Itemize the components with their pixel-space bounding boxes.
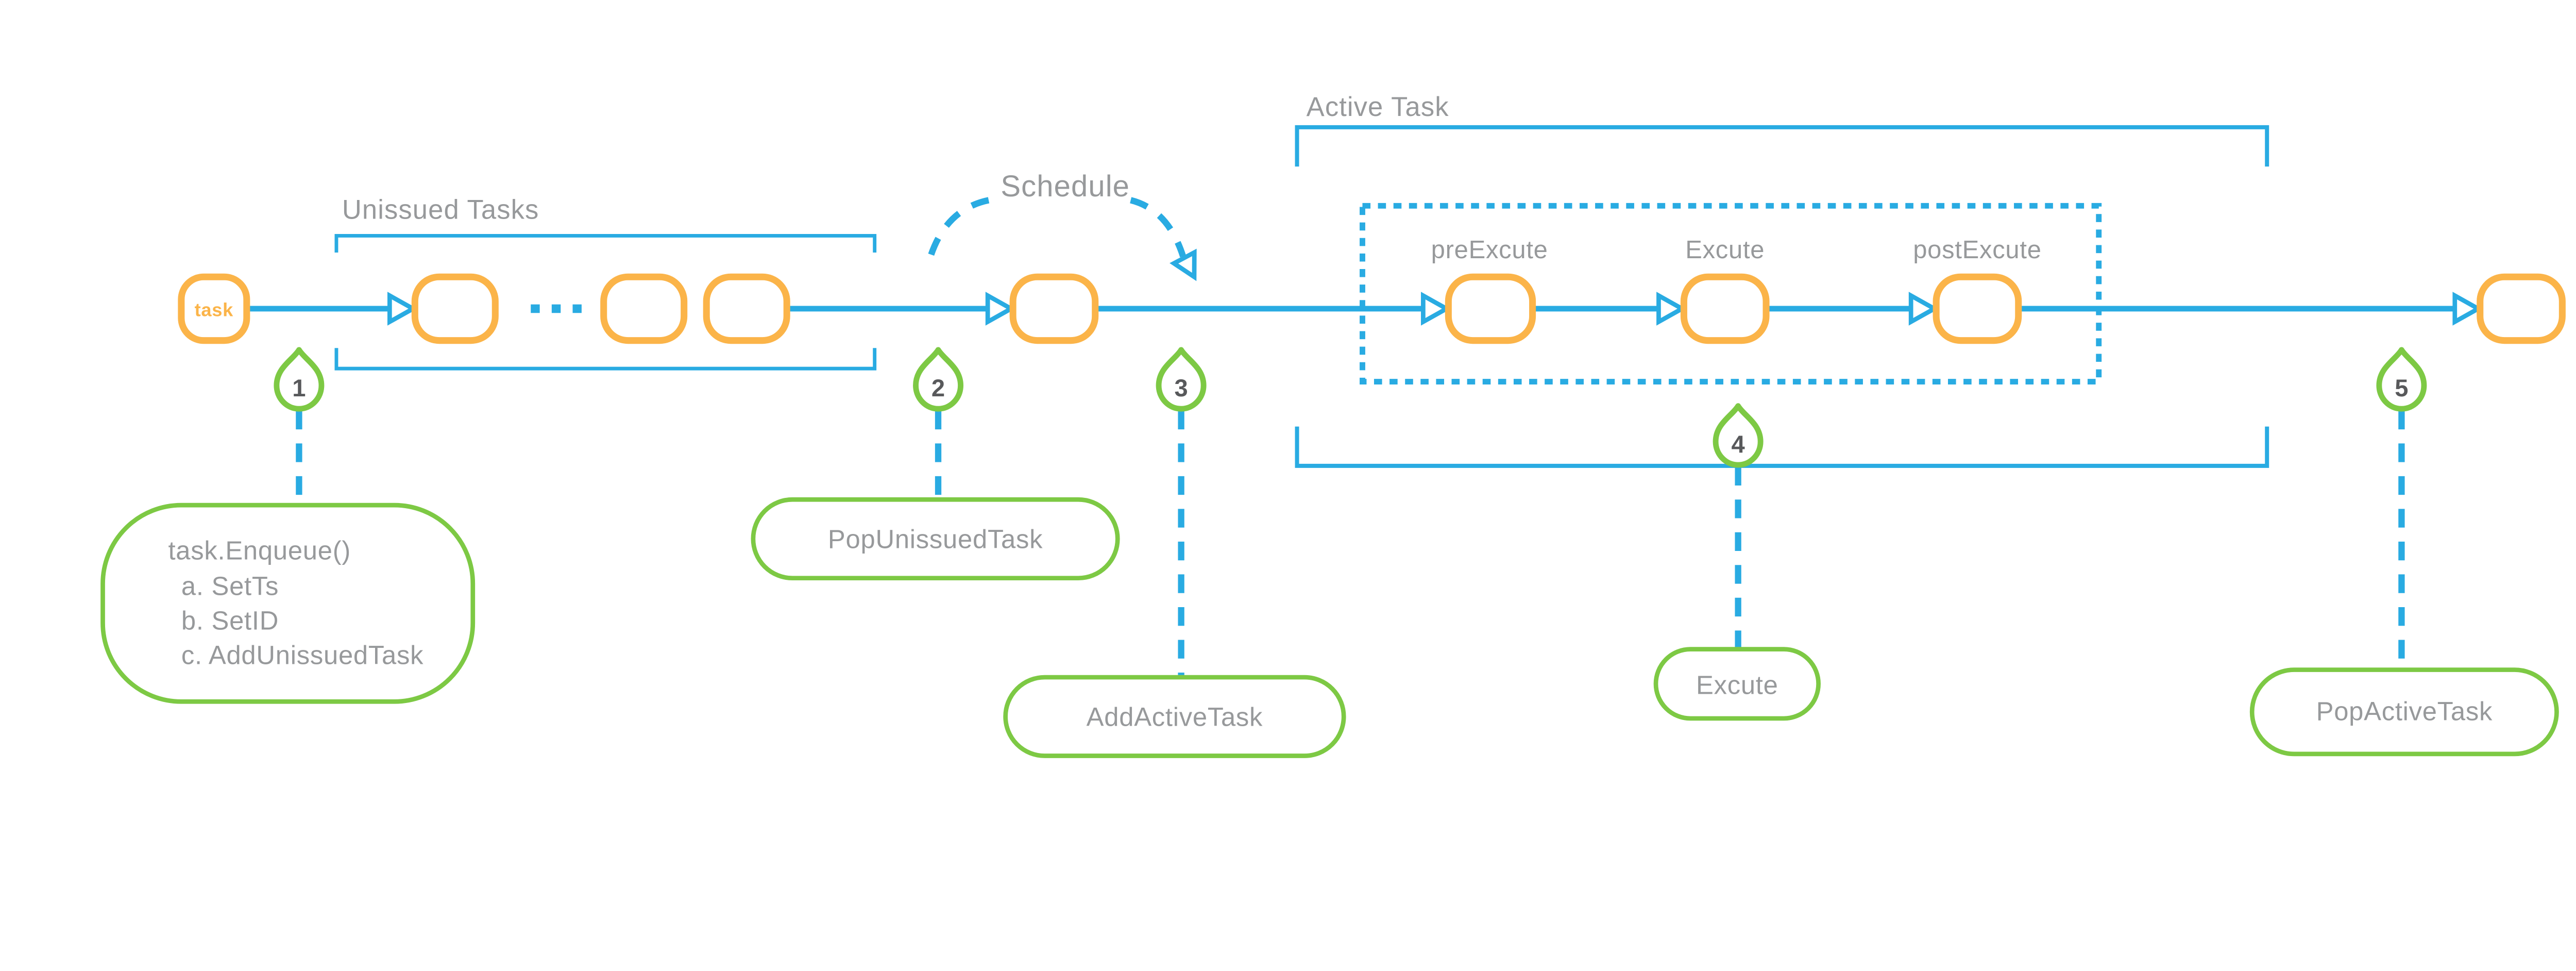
- callout-enqueue-line-4: c. AddUnissuedTask: [181, 641, 423, 670]
- schedule-arc-left: [925, 197, 990, 263]
- callout-enqueue-line-3: b. SetID: [181, 606, 279, 635]
- pin-4: 4: [1713, 403, 1764, 468]
- pin-2: 2: [913, 347, 964, 412]
- callout-pop-active-box: [2249, 667, 2559, 757]
- callout-add-active-task: AddActiveTask: [1003, 675, 1346, 758]
- node-queue-3: [703, 273, 790, 344]
- node-post-execute: [1933, 273, 2022, 344]
- bracket-unissued-bottom: [334, 348, 877, 371]
- node-pre-execute: [1445, 273, 1536, 344]
- schedule-arc-arrowhead: [1170, 248, 1197, 281]
- arrowhead-task-to-queue: [387, 292, 418, 326]
- node-queue-2: [600, 273, 688, 344]
- pin-5: 5: [2376, 347, 2427, 412]
- pin-layer: 1 2 3 4 5: [274, 347, 2427, 468]
- callout-add-active-box: [1003, 675, 1346, 758]
- pin-5-teardrop: [2376, 347, 2427, 412]
- callout-pop-unissued-box: [751, 497, 1120, 581]
- label-layer: Unissued Tasks Schedule Active Task preE…: [342, 92, 2041, 264]
- bracket-active-top: [1295, 125, 2269, 167]
- callout-layer: task.Enqueue() a. SetTs b. SetID c. AddU…: [100, 497, 2559, 758]
- active-task-dotted-box: [1360, 203, 2102, 384]
- label-pre-execute: preExcute: [1431, 236, 1548, 264]
- pin-2-teardrop: [913, 347, 964, 412]
- node-execute: [1680, 273, 1770, 344]
- callout-pop-unissued-task: PopUnissuedTask: [751, 497, 1120, 581]
- flow-layer: [246, 125, 2483, 691]
- pin-3: 3: [1156, 347, 1207, 412]
- pin-2-number: 2: [931, 374, 945, 401]
- callout-enqueue: task.Enqueue() a. SetTs b. SetID c. AddU…: [100, 503, 476, 704]
- label-active-task: Active Task: [1307, 92, 1449, 122]
- arrowhead-postexecute-to-end: [2452, 292, 2483, 326]
- callout-enqueue-line-1: task.Enqueue(): [168, 535, 351, 565]
- bracket-unissued-top: [334, 233, 877, 253]
- task-node-label: task: [195, 299, 234, 320]
- label-post-execute: postExcute: [1913, 236, 2041, 264]
- arrowhead-queue-to-schedule: [985, 292, 1016, 326]
- bracket-active-bottom: [1295, 426, 2269, 468]
- callout-pop-active-label: PopActiveTask: [2316, 697, 2493, 726]
- callout-enqueue-line-2: a. SetTs: [181, 571, 279, 600]
- pin-5-number: 5: [2395, 374, 2408, 401]
- callout-pop-unissued-label: PopUnissuedTask: [828, 525, 1043, 554]
- callout-execute-label: Excute: [1696, 671, 1778, 700]
- callout-execute: Excute: [1653, 647, 1821, 721]
- callout-enqueue-box: [100, 503, 476, 704]
- label-execute: Excute: [1685, 236, 1765, 264]
- pin-1: 1: [274, 347, 325, 412]
- label-unissued-tasks: Unissued Tasks: [342, 195, 539, 225]
- callout-add-active-label: AddActiveTask: [1087, 702, 1263, 731]
- pin-4-number: 4: [1732, 430, 1745, 458]
- arrowhead-execute-to-postexecute: [1908, 292, 1939, 326]
- pin-3-number: 3: [1174, 374, 1188, 401]
- pin-1-number: 1: [292, 374, 306, 401]
- arrowhead-preexecute-to-execute: [1656, 292, 1687, 326]
- arrowhead-schedule-to-preexecute: [1421, 292, 1451, 326]
- node-layer: task: [178, 273, 2566, 344]
- pin-4-teardrop: [1713, 403, 1764, 468]
- pin-3-teardrop: [1156, 347, 1207, 412]
- callout-pop-active-task: PopActiveTask: [2249, 667, 2559, 757]
- node-queue-1: [411, 273, 499, 344]
- callout-execute-box: [1653, 647, 1821, 721]
- schedule-arc-right: [1130, 197, 1187, 258]
- node-end: [2477, 273, 2566, 344]
- label-schedule: Schedule: [1001, 170, 1130, 203]
- node-task: [178, 273, 250, 344]
- node-schedule: [1009, 273, 1099, 344]
- pin-1-teardrop: [274, 347, 325, 412]
